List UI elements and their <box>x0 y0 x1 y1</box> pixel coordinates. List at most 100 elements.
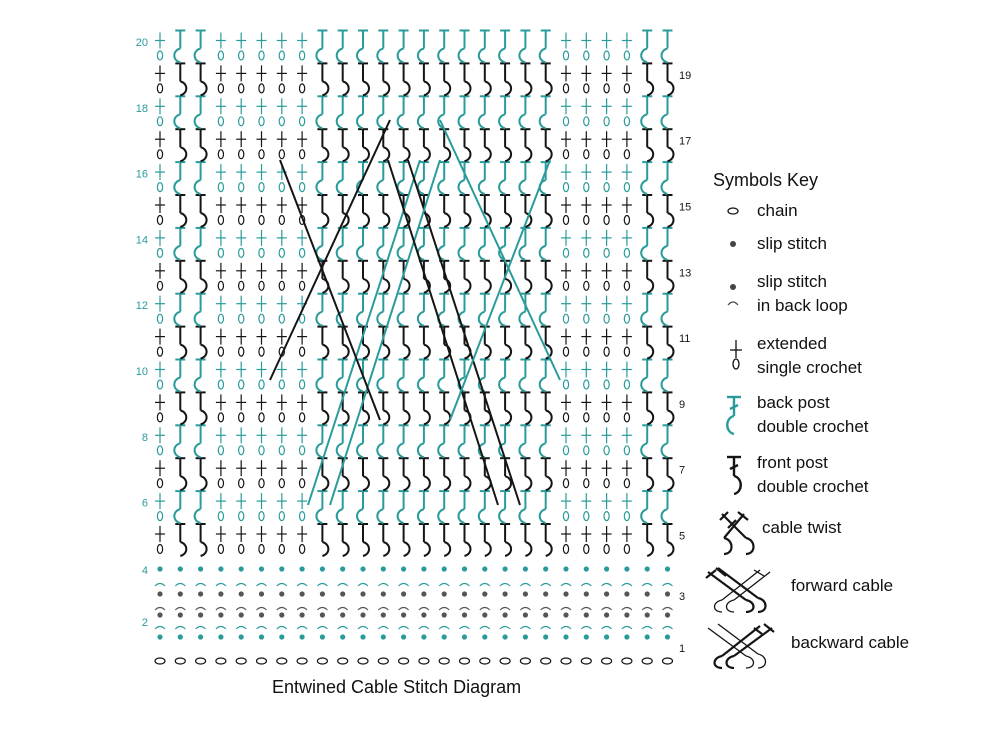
post-stitch-hook <box>484 343 492 360</box>
slip-stitch <box>482 566 488 572</box>
esc-loop <box>237 412 245 423</box>
esc-loop <box>278 478 285 489</box>
esc-loop <box>583 182 590 193</box>
esc-loop <box>583 214 590 226</box>
post-stitch-hook <box>504 80 513 97</box>
row-number-label: 19 <box>679 70 691 82</box>
back-loop-arc <box>256 582 267 587</box>
back-loop-arc <box>479 606 491 611</box>
slip-stitch <box>380 634 386 640</box>
post-stitch-hook <box>504 212 513 228</box>
row-number-label: 5 <box>679 531 685 543</box>
chain-stitch <box>316 657 328 665</box>
esc-loop <box>217 247 225 258</box>
slip-stitch <box>360 634 366 640</box>
slip-stitch <box>299 612 305 618</box>
post-stitch-hook <box>484 80 492 97</box>
post-stitch-hook <box>484 541 492 557</box>
esc-loop <box>562 543 570 555</box>
post-stitch-hook <box>356 376 364 393</box>
post-stitch-hook <box>545 146 553 163</box>
esc-loop <box>583 346 590 357</box>
chain-stitch <box>174 657 186 665</box>
row-number-label: 7 <box>679 465 685 477</box>
post-stitch-hook <box>382 409 391 426</box>
chain-stitch <box>235 657 247 665</box>
post-stitch-hook <box>403 475 411 492</box>
esc-loop <box>217 83 225 94</box>
esc-loop <box>258 412 265 423</box>
slip-stitch <box>157 612 163 618</box>
esc-loop <box>562 478 570 489</box>
post-stitch-hook <box>193 244 201 261</box>
post-stitch-hook <box>315 442 323 459</box>
esc-loop <box>603 445 610 456</box>
esc-loop <box>623 149 631 160</box>
post-stitch-hook <box>322 541 330 557</box>
post-stitch-hook <box>477 508 486 525</box>
row-number-label: 16 <box>136 169 148 181</box>
slip-stitch <box>461 612 468 618</box>
slip-stitch <box>360 591 366 597</box>
back-loop-arc <box>317 606 328 611</box>
post-stitch-hook <box>518 113 526 130</box>
post-stitch-hook <box>457 442 465 459</box>
post-stitch-hook <box>538 442 547 459</box>
esc-loop <box>298 149 306 160</box>
esc-loop <box>258 510 265 522</box>
back-loop-arc <box>459 606 470 611</box>
key-esc-label-2: single crochet <box>757 358 862 377</box>
slip-stitch <box>461 566 468 572</box>
back-loop-arc <box>479 582 491 587</box>
post-stitch-hook <box>660 310 668 327</box>
esc-loop <box>278 182 285 193</box>
post-stitch-hook <box>179 146 188 163</box>
post-stitch-hook <box>173 179 181 196</box>
post-stitch-hook <box>484 277 492 294</box>
slip-stitch <box>543 591 549 597</box>
post-stitch-hook <box>423 80 431 97</box>
post-stitch-hook <box>179 541 188 557</box>
post-stitch-hook <box>376 47 384 64</box>
esc-loop <box>258 313 265 324</box>
back-loop-arc <box>540 625 552 630</box>
slip-stitch <box>644 566 650 572</box>
post-stitch-hook <box>667 541 675 557</box>
post-stitch-hook <box>396 310 404 327</box>
post-stitch-hook <box>504 541 513 557</box>
slip-stitch <box>624 591 630 597</box>
esc-loop <box>237 50 245 61</box>
post-stitch-hook <box>518 179 526 196</box>
back-loop-arc <box>337 606 349 611</box>
slip-stitch <box>583 612 589 618</box>
esc-loop <box>278 83 285 94</box>
slip-stitch <box>401 566 407 572</box>
row-number-label: 2 <box>142 617 148 629</box>
post-stitch-hook <box>335 442 344 459</box>
post-stitch-hook <box>646 212 655 228</box>
post-stitch-hook <box>477 47 486 64</box>
slip-stitch <box>604 612 610 618</box>
post-stitch-hook <box>382 475 391 492</box>
esc-loop <box>298 478 306 489</box>
row-number-label: 14 <box>136 234 148 246</box>
slip-stitch <box>563 634 569 640</box>
slip-stitch <box>299 566 305 572</box>
slip-stitch <box>360 612 366 618</box>
esc-loop <box>623 182 631 193</box>
slip-stitch <box>441 612 447 618</box>
chain-icon <box>727 207 739 215</box>
esc-loop <box>623 50 631 61</box>
slip-stitch <box>299 591 305 597</box>
esc-loop <box>603 116 610 127</box>
esc-loop <box>298 50 306 61</box>
post-stitch-hook <box>362 80 370 97</box>
esc-loop <box>278 543 285 555</box>
esc-loop <box>217 149 225 160</box>
esc-loop <box>562 412 570 423</box>
esc-loop <box>603 543 610 555</box>
post-stitch-hook <box>640 508 648 525</box>
post-stitch-hook <box>403 146 411 163</box>
post-stitch-hook <box>362 541 370 557</box>
